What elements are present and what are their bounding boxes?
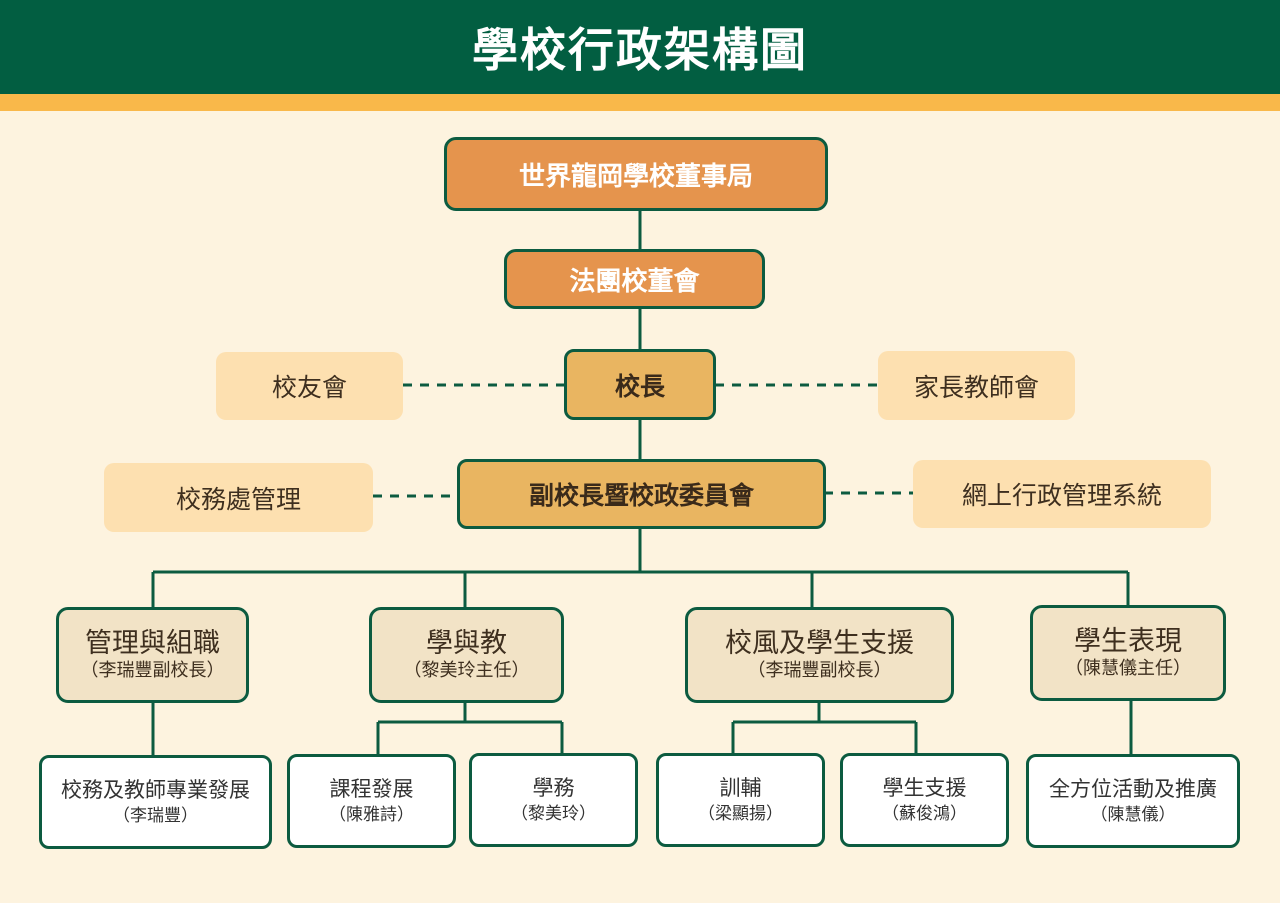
header-stripe bbox=[0, 94, 1280, 111]
unit-person: （陳慧儀） bbox=[1090, 805, 1176, 825]
vice-committee-label: 副校長暨校政委員會 bbox=[528, 481, 754, 510]
header-bar bbox=[0, 0, 1280, 94]
department-head: （陳慧儀主任） bbox=[1065, 658, 1191, 679]
corporate-board-label: 法團校董會 bbox=[569, 266, 700, 297]
department-head: （黎美玲主任） bbox=[403, 660, 530, 681]
board-label: 世界龍岡學校董事局 bbox=[518, 161, 753, 192]
department-name: 學生表現 bbox=[1074, 626, 1182, 657]
department-box-1: 管理與組職 （李瑞豐副校長） bbox=[56, 607, 249, 703]
page-title: 學校行政架構圖 bbox=[472, 23, 808, 77]
department-name: 學與教 bbox=[426, 628, 507, 659]
unit-person: （梁顯揚） bbox=[698, 804, 783, 824]
unit-name: 學生支援 bbox=[882, 776, 967, 800]
department-head: （李瑞豐副校長） bbox=[80, 660, 225, 681]
unit-name: 全方位活動及推廣 bbox=[1049, 777, 1217, 801]
unit-name: 校務及教師專業發展 bbox=[61, 778, 250, 802]
unit-person: （蘇俊鴻） bbox=[882, 804, 967, 824]
department-box-3: 校風及學生支援 （李瑞豐副校長） bbox=[685, 607, 954, 703]
pta-label: 家長教師會 bbox=[913, 372, 1039, 402]
unit-box-6: 全方位活動及推廣 （陳慧儀） bbox=[1026, 754, 1240, 848]
department-box-2: 學與教 （黎美玲主任） bbox=[369, 607, 564, 703]
department-name: 管理與組職 bbox=[85, 628, 220, 659]
principal-label: 校長 bbox=[614, 371, 665, 401]
alumni-box: 校友會 bbox=[216, 352, 403, 420]
unit-box-5: 學生支援 （蘇俊鴻） bbox=[840, 753, 1009, 847]
unit-box-1: 校務及教師專業發展 （李瑞豐） bbox=[39, 755, 272, 849]
unit-box-2: 課程發展 （陳雅詩） bbox=[287, 754, 456, 848]
corporate-board-box: 法團校董會 bbox=[504, 249, 765, 309]
department-name: 校風及學生支援 bbox=[725, 628, 914, 659]
pta-box: 家長教師會 bbox=[878, 351, 1075, 420]
online-system-box: 網上行政管理系統 bbox=[913, 460, 1211, 528]
admin-office-label: 校務處管理 bbox=[175, 484, 301, 514]
department-head: （李瑞豐副校長） bbox=[747, 660, 892, 681]
unit-box-4: 訓輔 （梁顯揚） bbox=[656, 753, 825, 847]
unit-person: （陳雅詩） bbox=[329, 805, 414, 825]
unit-box-3: 學務 （黎美玲） bbox=[469, 753, 638, 847]
online-system-label: 網上行政管理系統 bbox=[961, 481, 1162, 510]
admin-office-box: 校務處管理 bbox=[104, 463, 373, 532]
unit-person: （黎美玲） bbox=[511, 804, 596, 824]
unit-name: 訓輔 bbox=[719, 776, 762, 800]
principal-box: 校長 bbox=[564, 349, 716, 420]
board-box: 世界龍岡學校董事局 bbox=[444, 137, 828, 211]
unit-name: 課程發展 bbox=[329, 777, 414, 801]
unit-person: （李瑞豐） bbox=[113, 806, 198, 826]
alumni-label: 校友會 bbox=[271, 373, 347, 402]
vice-committee-box: 副校長暨校政委員會 bbox=[457, 459, 826, 529]
unit-name: 學務 bbox=[532, 776, 575, 800]
department-box-4: 學生表現 （陳慧儀主任） bbox=[1030, 605, 1226, 701]
